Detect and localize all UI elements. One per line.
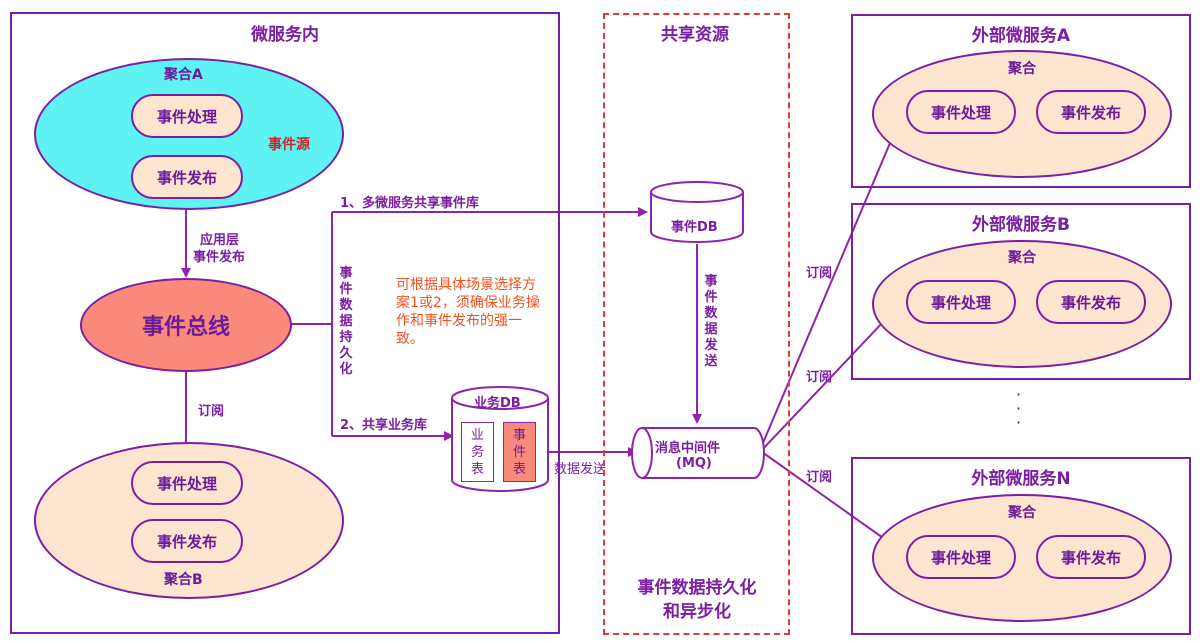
event-bus: 事件总线 xyxy=(80,278,292,372)
internal-microservice-panel xyxy=(10,12,560,634)
subscribe-label-b: 订阅 xyxy=(806,370,833,385)
persist-vertical-label: 事件数据持久化 xyxy=(339,266,353,377)
subscribe-label-a: 订阅 xyxy=(806,266,833,281)
external-service-a-publish-pill: 事件发布 xyxy=(1036,90,1146,134)
aggregate-b-label: 聚合B xyxy=(164,572,203,588)
internal-panel-title: 微服务内 xyxy=(251,25,319,45)
external-service-n-aggregate-label: 聚合 xyxy=(1008,505,1036,521)
more-services-ellipsis: · · · xyxy=(1016,385,1022,432)
business-table-box: 业务表 xyxy=(461,422,494,482)
aggregate-a-handle-pill: 事件处理 xyxy=(131,94,243,138)
option-2-label: 2、共享业务库 xyxy=(340,418,428,433)
event-bus-label: 事件总线 xyxy=(141,315,230,340)
external-service-a-panel xyxy=(851,14,1191,188)
arrow-mq-to-service-a xyxy=(759,108,906,451)
event-db-label: 事件DB xyxy=(671,220,718,235)
shared-resources-title: 共享资源 xyxy=(661,25,729,45)
event-source-label: 事件源 xyxy=(268,137,310,153)
external-service-n-handle-pill: 事件处理 xyxy=(906,535,1016,579)
external-service-a-aggregate-label: 聚合 xyxy=(1008,61,1036,77)
subscribe-label-internal: 订阅 xyxy=(198,404,225,419)
event-data-send-vertical-label: 事件数据发送 xyxy=(704,274,718,369)
arrow-mq-to-service-n xyxy=(761,451,902,552)
external-service-a-handle-pill: 事件处理 xyxy=(906,90,1016,134)
aggregate-b-handle-pill: 事件处理 xyxy=(131,461,243,505)
scenario-note: 可根据具体场景选择方案1或2，须确保业务操作和事件发布的强一致。 xyxy=(396,277,540,347)
option-1-label: 1、多微服务共享事件库 xyxy=(340,196,480,211)
aggregate-b-publish-pill: 事件发布 xyxy=(131,519,243,563)
external-service-n-title: 外部微服务N xyxy=(971,469,1071,489)
aggregate-a-publish-pill: 事件发布 xyxy=(131,155,243,199)
app-layer-label-2: 事件发布 xyxy=(193,250,246,265)
shared-resources-panel xyxy=(603,13,790,635)
external-service-a-title: 外部微服务A xyxy=(971,26,1071,46)
aggregate-a-label: 聚合A xyxy=(164,67,203,83)
business-db-label: 业务DB xyxy=(474,396,521,411)
mq-label-line1: 消息中间件 xyxy=(655,441,721,456)
external-service-n-publish-pill: 事件发布 xyxy=(1036,535,1146,579)
shared-footer-line1: 事件数据持久化 xyxy=(637,578,757,598)
subscribe-label-n: 订阅 xyxy=(806,470,833,485)
event-db-cylinder xyxy=(650,181,744,243)
event-table-label: 事件表 xyxy=(512,428,526,477)
event-table-box: 事件表 xyxy=(503,422,536,482)
external-service-b-handle-pill: 事件处理 xyxy=(906,280,1016,324)
app-layer-label-1: 应用层 xyxy=(200,233,240,248)
arrow-mq-to-service-b xyxy=(761,300,904,451)
external-service-b-title: 外部微服务B xyxy=(972,215,1070,235)
data-send-label: 数据发送 xyxy=(554,462,607,477)
external-service-b-panel xyxy=(851,203,1191,380)
mq-label-line2: (MQ) xyxy=(676,456,712,471)
shared-footer-line2: 和异步化 xyxy=(663,602,731,622)
external-service-b-publish-pill: 事件发布 xyxy=(1036,280,1146,324)
mq-cylinder xyxy=(631,427,765,479)
external-service-n-panel xyxy=(851,457,1191,635)
business-table-label: 业务表 xyxy=(470,428,484,477)
external-service-b-aggregate-label: 聚合 xyxy=(1008,250,1036,266)
